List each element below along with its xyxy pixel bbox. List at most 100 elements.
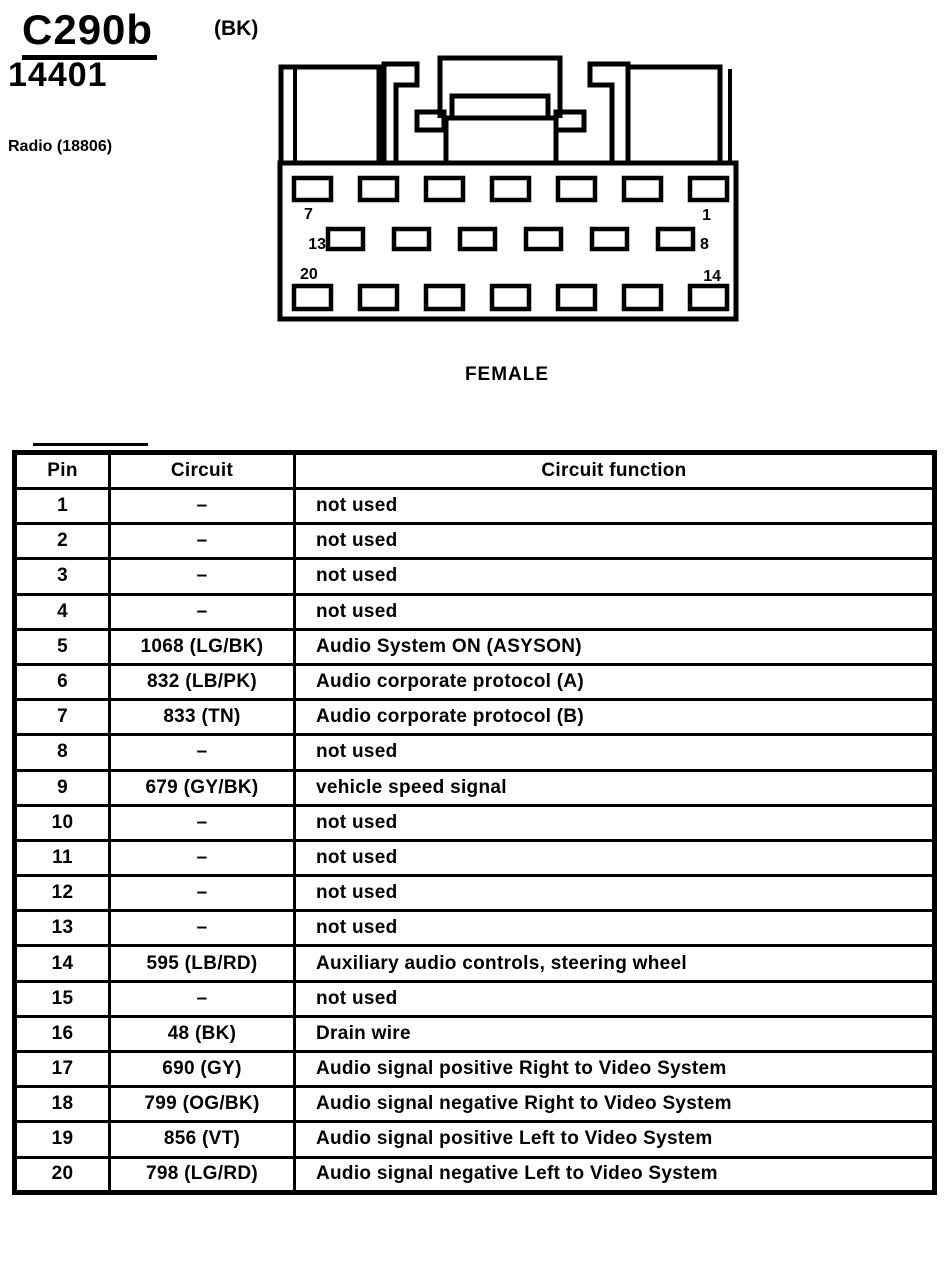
pin-cell: 12: [13, 874, 111, 913]
circuit-function-cell: Audio signal positive Left to Video Syst…: [293, 1120, 936, 1159]
pin-label-13: 13: [308, 236, 326, 253]
component-label: Radio (18806): [8, 138, 113, 155]
circuit-cell: 799 (OG/BK): [108, 1085, 296, 1124]
pin-cell: 13: [13, 909, 111, 948]
pin-slots-row-2: [325, 226, 696, 252]
circuit-function-cell: vehicle speed signal: [293, 768, 936, 807]
circuit-cell: 48 (BK): [108, 1014, 296, 1054]
circuit-function-cell: not used: [293, 874, 936, 913]
circuit-function-cell: not used: [293, 909, 936, 948]
circuit-cell: –: [108, 803, 296, 842]
circuit-cell: 856 (VT): [108, 1120, 296, 1159]
circuit-function-cell: Audio System ON (ASYSON): [293, 627, 936, 666]
pin-cell: 7: [13, 698, 111, 737]
circuit-function-cell: not used: [293, 803, 936, 842]
connector-color-code: (BK): [214, 17, 259, 40]
column-header-2: Circuit function: [293, 451, 936, 490]
connector-left-latch: [278, 61, 420, 166]
pin-label-1: 1: [702, 207, 711, 224]
table-row: 12 – not used: [13, 874, 936, 913]
circuit-function-cell: not used: [293, 979, 936, 1018]
circuit-cell: 832 (LB/PK): [108, 662, 296, 702]
table-row: 11 – not used: [13, 838, 936, 878]
circuit-function-cell: not used: [293, 838, 936, 878]
pin-cell: 1: [13, 486, 111, 526]
table-row: 9 679 (GY/BK) vehicle speed signal: [13, 768, 936, 807]
table-row: 10 – not used: [13, 803, 936, 842]
circuit-function-cell: not used: [293, 522, 936, 561]
pin-cell: 2: [13, 522, 111, 561]
circuit-function-cell: Audio signal negative Right to Video Sys…: [293, 1085, 936, 1124]
table-row: 17 690 (GY) Audio signal positive Right …: [13, 1049, 936, 1089]
pin-cell: 16: [13, 1014, 111, 1054]
table-row: 1 – not used: [13, 486, 936, 526]
part-number: 14401: [8, 56, 108, 94]
pin-label-14: 14: [703, 268, 721, 285]
connector-id-title: C290b: [22, 6, 158, 60]
column-header-0: Pin: [13, 451, 111, 490]
connector-body: [277, 160, 739, 322]
circuit-cell: –: [108, 733, 296, 772]
circuit-function-cell: not used: [293, 557, 936, 596]
connector-right-latch: [587, 61, 732, 166]
circuit-cell: –: [108, 486, 296, 526]
pin-cell: 5: [13, 627, 111, 666]
pin-cell: 10: [13, 803, 111, 842]
circuit-cell: 679 (GY/BK): [108, 768, 296, 807]
circuit-function-cell: Audio signal positive Right to Video Sys…: [293, 1049, 936, 1089]
pin-cell: 19: [13, 1120, 111, 1159]
table-row: 13 – not used: [13, 909, 936, 948]
pin-cell: 9: [13, 768, 111, 807]
pin-label-7: 7: [304, 206, 313, 223]
scan-artifact-line: [33, 443, 148, 446]
circuit-function-cell: not used: [293, 486, 936, 526]
circuit-function-cell: Audio signal negative Left to Video Syst…: [293, 1155, 936, 1194]
circuit-cell: –: [108, 592, 296, 631]
pin-slots-row-3: [291, 283, 730, 312]
table-row: 6 832 (LB/PK) Audio corporate protocol (…: [13, 662, 936, 702]
table-row: 19 856 (VT) Audio signal positive Left t…: [13, 1120, 936, 1159]
connector-gender-label: FEMALE: [464, 364, 550, 385]
table-row: 7 833 (TN) Audio corporate protocol (B): [13, 698, 936, 737]
circuit-function-cell: Audio corporate protocol (B): [293, 698, 936, 737]
table-row: 18 799 (OG/BK) Audio signal negative Rig…: [13, 1085, 936, 1124]
table-row: 14 595 (LB/RD) Auxiliary audio controls,…: [13, 944, 936, 983]
pin-cell: 4: [13, 592, 111, 631]
connector-face-diagram: 7 1 13 8 20 14: [277, 55, 739, 322]
connector-center-latch: [414, 55, 587, 166]
circuit-cell: –: [108, 557, 296, 596]
circuit-cell: 833 (TN): [108, 698, 296, 737]
pin-label-20: 20: [300, 266, 318, 283]
pin-cell: 3: [13, 557, 111, 596]
circuit-function-cell: Audio corporate protocol (A): [293, 662, 936, 702]
pin-cell: 14: [13, 944, 111, 983]
table-row: 16 48 (BK) Drain wire: [13, 1014, 936, 1054]
column-header-1: Circuit: [108, 451, 296, 490]
table-row: 4 – not used: [13, 592, 936, 631]
pin-cell: 8: [13, 733, 111, 772]
table-row: 2 – not used: [13, 522, 936, 561]
circuit-cell: 690 (GY): [108, 1049, 296, 1089]
circuit-function-cell: not used: [293, 592, 936, 631]
circuit-cell: 595 (LB/RD): [108, 944, 296, 983]
table-row: 3 – not used: [13, 557, 936, 596]
pin-cell: 15: [13, 979, 111, 1018]
circuit-cell: –: [108, 979, 296, 1018]
pin-cell: 17: [13, 1049, 111, 1089]
circuit-function-cell: Drain wire: [293, 1014, 936, 1054]
pin-cell: 11: [13, 838, 111, 878]
pin-label-8: 8: [700, 236, 709, 253]
table-row: 20 798 (LG/RD) Audio signal negative Lef…: [13, 1155, 936, 1194]
table-row: 8 – not used: [13, 733, 936, 772]
table-row: 5 1068 (LG/BK) Audio System ON (ASYSON): [13, 627, 936, 666]
circuit-cell: –: [108, 522, 296, 561]
circuit-function-cell: Auxiliary audio controls, steering wheel: [293, 944, 936, 983]
circuit-cell: 798 (LG/RD): [108, 1155, 296, 1194]
circuit-cell: –: [108, 874, 296, 913]
circuit-cell: –: [108, 909, 296, 948]
pin-cell: 6: [13, 662, 111, 702]
table-row: 15 – not used: [13, 979, 936, 1018]
